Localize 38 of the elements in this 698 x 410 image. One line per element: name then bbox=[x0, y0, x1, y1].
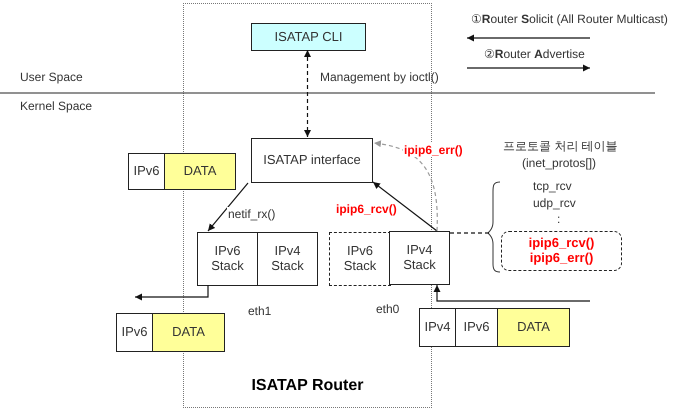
cli-box: ISATAP CLI bbox=[251, 23, 366, 51]
data-field: DATA bbox=[152, 313, 225, 352]
arrow bbox=[304, 50, 311, 137]
stack-box: IPv6 Stack bbox=[197, 232, 258, 286]
stack-box: IPv4 Stack bbox=[257, 232, 318, 286]
edge-label: ipip6_err() bbox=[403, 143, 464, 157]
protocol-table-entry bbox=[501, 231, 622, 271]
stack-box: IPv6 Stack bbox=[329, 232, 391, 286]
header-field: IPv6 bbox=[116, 313, 153, 352]
function-name: ipip6_rcv() bbox=[528, 236, 594, 251]
function-name: ipip6_err() bbox=[530, 251, 594, 266]
header-field: IPv6 bbox=[128, 153, 165, 190]
arrow bbox=[135, 285, 209, 300]
text-label: 프로토콜 처리 테이블 bbox=[503, 138, 618, 155]
router-title: ISATAP Router bbox=[250, 377, 364, 395]
text-label: udp_rcv bbox=[533, 196, 576, 210]
arrow bbox=[434, 285, 590, 302]
header-field: IPv6 bbox=[455, 308, 498, 347]
arrow bbox=[372, 182, 438, 232]
text-label: ②Router Advertise bbox=[484, 47, 585, 61]
data-field: DATA bbox=[164, 153, 236, 190]
text-label: Kernel Space bbox=[20, 99, 92, 113]
edge-label: ipip6_rcv() bbox=[335, 202, 398, 216]
text-label: ①Router Solicit (All Router Multicast) bbox=[471, 12, 668, 26]
data-field: DATA bbox=[497, 308, 570, 347]
stack-box: IPv4 Stack bbox=[389, 231, 450, 285]
text-label: tcp_rcv bbox=[533, 179, 572, 193]
edge-label: netif_rx() bbox=[227, 207, 276, 221]
interface-box: ISATAP interface bbox=[251, 138, 373, 183]
text-label: (inet_protos[]) bbox=[522, 156, 596, 170]
arrow bbox=[374, 140, 438, 232]
header-field: IPv4 bbox=[419, 308, 456, 347]
text-label: Management by ioctl() bbox=[320, 70, 439, 84]
text-label: eth1 bbox=[248, 304, 272, 318]
text-label: eth0 bbox=[376, 302, 400, 316]
text-label: User Space bbox=[20, 70, 83, 84]
arrow bbox=[208, 182, 248, 232]
text-label: : bbox=[557, 212, 560, 226]
